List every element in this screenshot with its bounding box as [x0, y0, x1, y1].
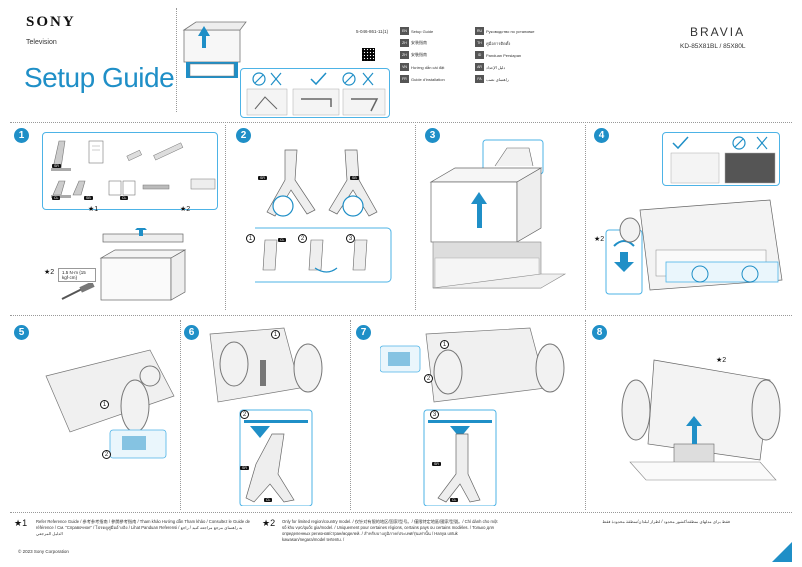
step-badge-7: 7 [356, 325, 371, 340]
page-corner-icon [772, 542, 792, 562]
step7-stand-fix-illustration [380, 327, 565, 506]
footnote-star1: Refer Reference Guide / 参考参考指南 / 參閱參考指南 … [36, 519, 251, 536]
step-badge-4: 4 [594, 128, 609, 143]
step-badge-2: 2 [236, 128, 251, 143]
step-badge-6: 6 [184, 325, 199, 340]
step5-lift-illustration [45, 349, 175, 459]
brand-logo: SONY [26, 14, 76, 30]
copyright: © 2023 Sony Corporation [18, 549, 69, 554]
product-category: Television [26, 39, 57, 46]
tv-unbox-illustration [429, 139, 567, 289]
star2-marker: ★2 [180, 206, 191, 213]
footnote-star2: Only for limited region/country model. /… [282, 519, 498, 542]
footnote-star2-marker: ★2 [262, 518, 276, 528]
step6-stand-fix-illustration [209, 327, 323, 506]
screwdriver-icon [61, 283, 95, 300]
footnote-arabic: فقط برای مدلهای منطقه/کشور محدود / لطراز… [602, 519, 730, 524]
soundbar-box-illustration [99, 228, 187, 301]
lift-warning-panel [662, 132, 780, 186]
step-badge-3: 3 [425, 128, 440, 143]
document-number: 5-046-861-11(1) [356, 29, 389, 34]
step-badge-8: 8 [592, 325, 607, 340]
model-number: KD-85X81BL / 85X80L [680, 43, 746, 50]
qr-code-icon [362, 48, 375, 61]
stand-attach-illustration [255, 149, 392, 283]
parts-panel [42, 132, 218, 210]
product-line-logo: BRAVIA [690, 25, 746, 39]
star1-marker: ★1 [88, 206, 99, 213]
tv-back-stand-illustration [605, 199, 783, 295]
footnote-star1-marker: ★1 [14, 518, 28, 528]
step-badge-5: 5 [14, 325, 29, 340]
box-lift-illustration [182, 21, 247, 78]
screw-torque-spec: 1.5 N·m {15 kgf·cm} [58, 268, 96, 282]
page-title: Setup Guide [24, 62, 175, 93]
handling-warning-panel [240, 68, 390, 118]
step-badge-1: 1 [14, 128, 29, 143]
step8-place-tv-illustration [621, 359, 781, 481]
